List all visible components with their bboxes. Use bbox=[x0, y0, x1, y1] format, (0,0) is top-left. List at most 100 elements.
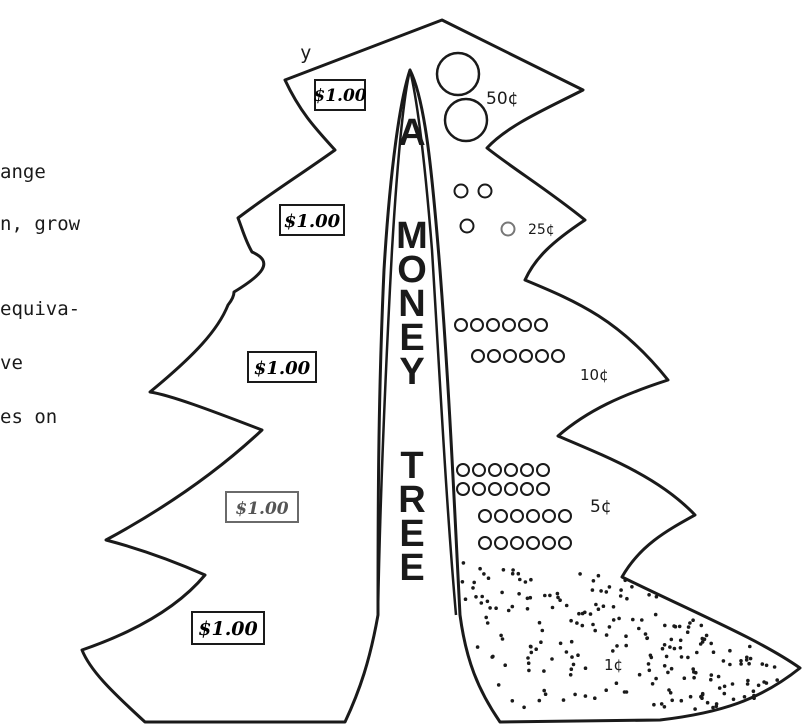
penny-dot bbox=[472, 581, 476, 585]
penny-dot bbox=[715, 705, 719, 709]
penny-dot bbox=[548, 594, 552, 598]
penny-dot bbox=[517, 592, 521, 596]
penny-dot bbox=[663, 705, 667, 709]
label-1-cent: 1¢ bbox=[604, 656, 623, 674]
penny-dot bbox=[534, 647, 538, 651]
tree-outline bbox=[82, 20, 800, 722]
penny-dot bbox=[499, 634, 503, 638]
penny-dot bbox=[464, 597, 468, 601]
penny-dot bbox=[743, 695, 747, 699]
title-letter-e3: E bbox=[399, 547, 424, 589]
penny-dot bbox=[558, 598, 562, 602]
penny-dot bbox=[551, 606, 555, 610]
penny-dot bbox=[746, 679, 750, 683]
penny-dot bbox=[591, 623, 595, 627]
penny-dot bbox=[501, 637, 505, 641]
penny-dot bbox=[723, 685, 727, 689]
dollar-bill-3: $1.00 bbox=[248, 352, 316, 382]
penny-dot bbox=[572, 663, 576, 667]
penny-dot bbox=[604, 688, 608, 692]
penny-dot bbox=[728, 649, 732, 653]
penny-dot bbox=[462, 561, 466, 565]
penny-dot bbox=[526, 607, 530, 611]
penny-dot bbox=[539, 640, 543, 644]
penny-dot bbox=[739, 659, 743, 663]
penny-dot bbox=[692, 676, 696, 680]
penny-dot bbox=[480, 595, 484, 599]
penny-dot bbox=[611, 649, 615, 653]
penny-dot bbox=[488, 606, 492, 610]
penny-dot bbox=[487, 576, 491, 580]
penny-dot bbox=[592, 579, 596, 583]
penny-dot bbox=[619, 588, 623, 592]
penny-dot bbox=[527, 661, 531, 665]
penny-dot bbox=[752, 689, 756, 693]
penny-dot bbox=[550, 657, 554, 661]
label-5-cents: 5¢ bbox=[590, 497, 612, 517]
penny-dot bbox=[686, 656, 690, 660]
penny-dot bbox=[630, 585, 634, 589]
penny-dot bbox=[608, 625, 612, 629]
penny-dot bbox=[647, 593, 651, 597]
penny-dot bbox=[638, 673, 642, 677]
penny-dot bbox=[538, 699, 542, 703]
penny-dot bbox=[478, 567, 482, 571]
penny-dot bbox=[752, 696, 756, 700]
penny-dot bbox=[599, 589, 603, 593]
half-dollar-coins bbox=[437, 53, 487, 141]
penny-dot bbox=[484, 616, 488, 620]
penny-dot bbox=[503, 663, 507, 667]
penny-dot bbox=[670, 667, 674, 671]
bill-label-5: $1.00 bbox=[198, 618, 258, 640]
dime-coins bbox=[455, 319, 564, 362]
label-10-cents: 10¢ bbox=[580, 366, 609, 384]
penny-dot bbox=[538, 621, 542, 625]
penny-dot bbox=[706, 701, 710, 705]
penny-dot bbox=[476, 645, 480, 649]
penny-dot bbox=[517, 572, 521, 576]
penny-dot bbox=[762, 680, 766, 684]
penny-dot bbox=[687, 625, 691, 629]
penny-dot bbox=[640, 618, 644, 622]
penny-dot bbox=[529, 645, 533, 649]
penny-dot bbox=[663, 664, 667, 668]
penny-dot bbox=[722, 659, 726, 663]
label-25-cents: 25¢ bbox=[528, 222, 555, 238]
penny-dot bbox=[623, 579, 627, 583]
penny-dot bbox=[570, 640, 574, 644]
penny-dot bbox=[522, 706, 526, 710]
penny-dot bbox=[649, 654, 653, 658]
penny-dot bbox=[680, 699, 684, 703]
penny-dot bbox=[709, 642, 713, 646]
penny-dot bbox=[647, 662, 651, 666]
penny-dot bbox=[705, 634, 709, 638]
penny-dot bbox=[686, 630, 690, 634]
dollar-bill-1: $1.00 bbox=[313, 80, 366, 110]
penny-dot bbox=[654, 613, 658, 617]
penny-dot bbox=[680, 655, 684, 659]
penny-dot bbox=[542, 669, 546, 673]
penny-dot bbox=[712, 650, 716, 654]
quarter-coins bbox=[455, 185, 515, 236]
penny-dot bbox=[624, 644, 628, 648]
penny-dot bbox=[648, 669, 652, 673]
bill-label-1: $1.00 bbox=[313, 86, 366, 106]
penny-dot bbox=[739, 662, 743, 666]
penny-dot bbox=[581, 612, 585, 616]
penny-dot bbox=[660, 702, 664, 706]
penny-dot bbox=[728, 663, 732, 667]
penny-dot bbox=[749, 657, 753, 661]
penny-dot bbox=[474, 595, 478, 599]
penny-dot bbox=[773, 665, 777, 669]
penny-dot bbox=[619, 594, 623, 598]
penny-dot bbox=[644, 632, 648, 636]
penny-dot bbox=[617, 617, 621, 621]
penny-dot bbox=[615, 644, 619, 648]
penny-dot bbox=[526, 597, 530, 601]
penny-dot bbox=[500, 591, 504, 595]
penny-dot bbox=[486, 621, 490, 625]
penny-dot bbox=[565, 650, 569, 654]
penny-dot bbox=[654, 677, 658, 681]
penny-dot bbox=[692, 670, 696, 674]
